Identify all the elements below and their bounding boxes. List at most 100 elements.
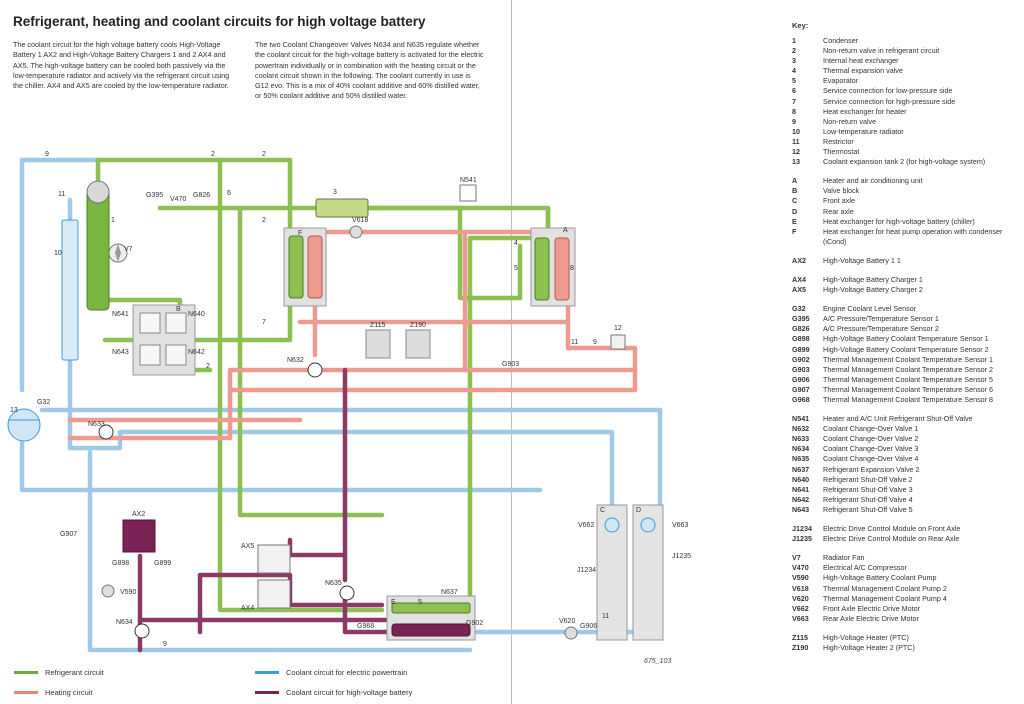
key-description: Thermal Management Coolant Temperature S… bbox=[823, 354, 994, 364]
label-g898: G898 bbox=[112, 560, 129, 567]
label-v620: V620 bbox=[559, 618, 575, 625]
key-description: Thermal Management Coolant Pump 4 bbox=[823, 593, 947, 603]
icond-refrigerant-core bbox=[288, 235, 304, 299]
label-2b: 2 bbox=[262, 151, 266, 158]
legend-swatch bbox=[255, 671, 279, 674]
label-e: E bbox=[391, 599, 396, 606]
key-code: AX5 bbox=[792, 285, 806, 295]
label-11: 11 bbox=[58, 191, 65, 198]
key-description: Thermal Management Coolant Pump 2 bbox=[823, 583, 947, 593]
label-12: 12 bbox=[614, 325, 622, 332]
key-code: 8 bbox=[792, 106, 796, 116]
key-description: A/C Pressure/Temperature Sensor 1 bbox=[823, 314, 939, 324]
key-code: G968 bbox=[792, 395, 810, 404]
label-n632: N632 bbox=[287, 357, 304, 364]
key-group-gap bbox=[792, 515, 1020, 524]
key-description: Rear Axle Electric Drive Motor bbox=[823, 613, 919, 623]
label-n635: N635 bbox=[325, 580, 342, 587]
key-description: Electric Drive Control Module on Front A… bbox=[823, 524, 961, 534]
label-n642: N642 bbox=[188, 349, 205, 356]
key-code: Z115 bbox=[792, 632, 808, 642]
key-description: Refrigerant Shut-Off Valve 4 bbox=[823, 494, 913, 504]
label-j1234: J1234 bbox=[577, 567, 596, 574]
evaporator-5 bbox=[534, 237, 550, 301]
key-code: G826 bbox=[792, 324, 810, 334]
label-g899: G899 bbox=[154, 560, 171, 567]
legend-hv-battery-coolant: Coolant circuit for high-voltage battery bbox=[255, 688, 412, 697]
key-code: G899 bbox=[792, 344, 810, 354]
legend-label: Heating circuit bbox=[45, 688, 93, 697]
label-n640: N640 bbox=[188, 311, 205, 318]
label-g907: G907 bbox=[60, 531, 77, 538]
key-row: G907 Thermal Management Coolant Temperatu… bbox=[792, 385, 1020, 395]
key-description: Condenser bbox=[823, 36, 859, 45]
label-8: 8 bbox=[570, 265, 574, 272]
label-2c: 2 bbox=[262, 217, 266, 224]
key-group-gap bbox=[792, 167, 1020, 176]
hv-battery-ax2 bbox=[122, 519, 156, 553]
key-description: Electrical A/C Compressor bbox=[823, 563, 907, 573]
key-code: 4 bbox=[792, 66, 796, 76]
label-4: 4 bbox=[514, 240, 518, 247]
key-code: G906 bbox=[792, 374, 810, 384]
key-description: Heat exchanger for heater bbox=[823, 106, 907, 116]
key-code: N633 bbox=[792, 434, 810, 444]
key-code: G907 bbox=[792, 384, 810, 394]
label-11c: 11 bbox=[602, 613, 609, 620]
key-group-gap bbox=[792, 247, 1020, 256]
key-code: V7 bbox=[792, 553, 801, 563]
key-description: Service connection for low-pressure side bbox=[823, 86, 953, 96]
label-v663: V663 bbox=[672, 522, 688, 529]
key-description: Coolant Change-Over Valve 1 bbox=[823, 424, 919, 434]
label-9b: 9 bbox=[593, 339, 597, 346]
label-z190: Z190 bbox=[410, 322, 426, 329]
key-description: High-Voltage Battery Charger 1 bbox=[823, 274, 923, 284]
key-description: Thermal Management Coolant Temperature S… bbox=[823, 374, 994, 384]
key-description: Thermal Management Coolant Temperature S… bbox=[823, 384, 994, 394]
key-description: High-Voltage Battery Coolant Temperature… bbox=[823, 334, 989, 344]
key-code: V618 bbox=[792, 583, 809, 593]
label-6: 6 bbox=[227, 190, 231, 197]
legend-label: Coolant circuit for high-voltage battery bbox=[286, 688, 413, 697]
legend-refrigerant: Refrigerant circuit bbox=[14, 668, 104, 677]
key-description: Electric Drive Control Module on Rear Ax… bbox=[823, 534, 960, 544]
key-row: D Rear axle bbox=[792, 207, 1020, 217]
key-code: 13 bbox=[792, 157, 800, 167]
key-description: Rear axle bbox=[823, 206, 854, 216]
key-code: D bbox=[792, 206, 798, 216]
label-v470: V470 bbox=[170, 196, 186, 203]
icond-heating-core bbox=[307, 235, 323, 299]
label-g826: G826 bbox=[193, 192, 210, 199]
key-description: Front Axle Electric Drive Motor bbox=[823, 603, 921, 613]
key-description: Thermal expansion valve bbox=[823, 66, 903, 76]
label-ax5: AX5 bbox=[241, 543, 254, 550]
front-motor-v662 bbox=[604, 517, 620, 533]
key-code: N632 bbox=[792, 424, 810, 434]
key-description: Coolant Change-Over Valve 3 bbox=[823, 444, 919, 454]
key-code: B bbox=[792, 186, 798, 196]
key-description: Restrictor bbox=[823, 136, 854, 146]
expansion-tank-13 bbox=[7, 408, 41, 442]
label-g903: G903 bbox=[502, 361, 519, 368]
key-code: C bbox=[792, 196, 798, 206]
label-n643: N643 bbox=[112, 349, 129, 356]
